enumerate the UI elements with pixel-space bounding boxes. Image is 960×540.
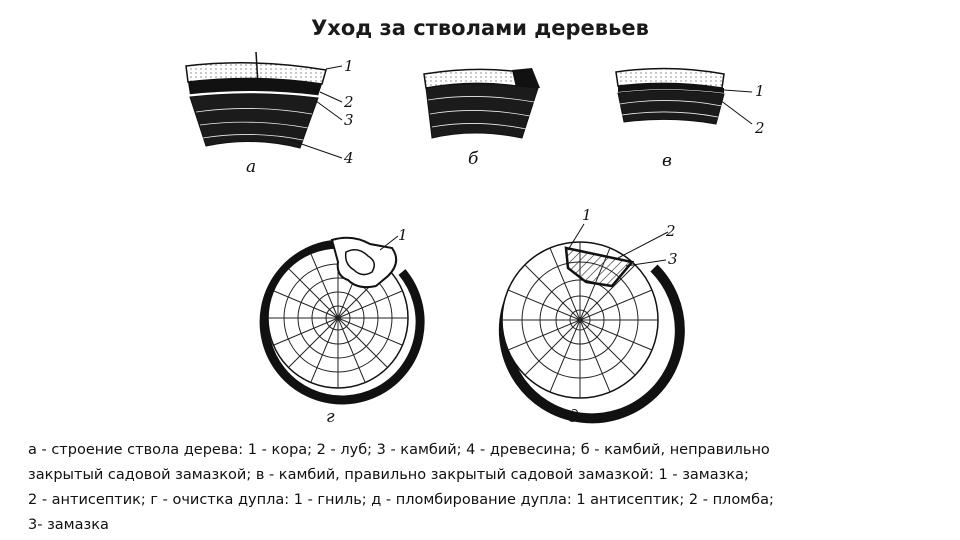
caption-line: а - строение ствола дерева: 1 - кора; 2 … [28, 438, 948, 463]
caption-line: 2 - антисептик; г - очистка дупла: 1 - г… [28, 488, 948, 513]
label-a-3: 3 [344, 111, 354, 129]
label-v-1: 1 [755, 82, 765, 100]
caption-line: 3- замазка [28, 513, 948, 538]
caption-a: а [246, 157, 256, 177]
caption-line: закрытый садовой замазкой; в - камбий, п… [28, 463, 948, 488]
label-a-4: 4 [343, 149, 354, 167]
figure-d-cavity-filling: 1 2 3 д [502, 206, 680, 427]
label-v-2: 2 [754, 119, 765, 137]
caption-b: б [468, 149, 479, 169]
figure-caption: а - строение ствола дерева: 1 - кора; 2 … [28, 438, 948, 538]
label-d-1: 1 [582, 206, 592, 224]
figure-g-cavity-cleaning: 1 г [264, 226, 420, 427]
figure-a-trunk-structure: 1 2 3 4 а [186, 52, 354, 177]
caption-g: г [326, 407, 335, 427]
caption-v: в [662, 151, 672, 171]
label-a-1: 1 [344, 57, 354, 75]
wood-layer [190, 94, 318, 148]
figure-b-incorrect-cover: б [424, 68, 540, 169]
wood-layer [618, 90, 724, 124]
caption-d: д [568, 407, 579, 427]
label-d-3: 3 [668, 250, 678, 268]
paste-blob [512, 68, 540, 88]
figure-v-correct-cover: 1 2 в [616, 68, 765, 171]
label-g-1: 1 [398, 226, 408, 244]
label-a-2: 2 [343, 93, 354, 111]
label-d-2: 2 [665, 222, 676, 240]
